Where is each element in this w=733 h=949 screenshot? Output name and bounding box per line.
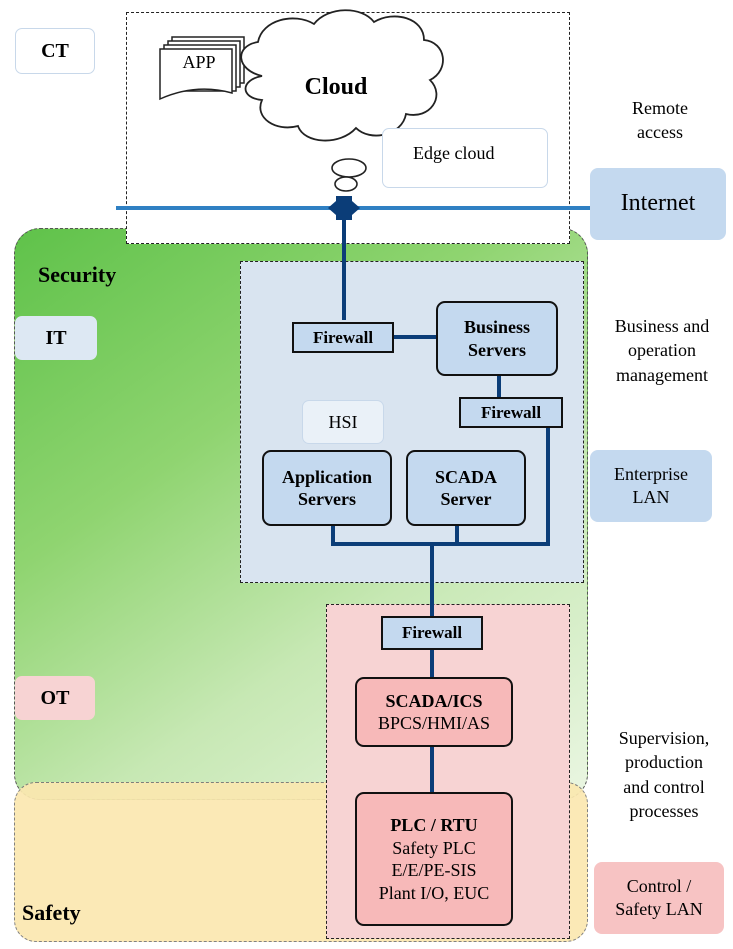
edge-cloud-box: Edge cloud [382, 128, 548, 188]
supervision-line-3: and control [623, 776, 705, 797]
application-servers-line-2: Servers [298, 489, 356, 509]
control-safety-lan-box: Control / Safety LAN [594, 862, 724, 934]
supervision-line-1: Supervision, [618, 728, 710, 748]
firewall-label: Firewall [401, 623, 463, 643]
internet-box: Internet [590, 168, 726, 240]
application-servers-box: Application Servers [262, 450, 392, 526]
plc-rtu-box: PLC / RTU Safety PLC E/E/PE-SIS Plant I/… [355, 792, 513, 926]
safety-zone-label: Safety [22, 900, 81, 925]
enterprise-lan-line-2: LAN [632, 487, 670, 507]
app-label: APP [182, 52, 216, 72]
firewall-it-top: Firewall [292, 322, 394, 353]
business-servers-line-1: Business [463, 317, 531, 337]
business-management-line-2: operation [628, 340, 696, 361]
firewall-it-mid: Firewall [459, 397, 563, 428]
security-zone-label: Security [38, 262, 117, 287]
scada-server-box: SCADA Server [406, 450, 526, 526]
hsi-label: HSI [328, 411, 358, 432]
edge-cloud-label: Edge cloud [413, 143, 495, 163]
control-lan-line-1: Control / [626, 875, 692, 896]
scada-ics-box: SCADA/ICS BPCS/HMI/AS [355, 677, 513, 747]
scada-ics-subtitle: BPCS/HMI/AS [377, 713, 491, 733]
remote-access-line-1: Remote [632, 98, 688, 118]
plc-rtu-line-1: Safety PLC [392, 837, 476, 858]
business-servers-line-2: Servers [468, 339, 526, 360]
ot-tag: OT [15, 676, 95, 720]
supervision-line-2: production [625, 752, 703, 773]
ct-tag: CT [15, 28, 95, 74]
firewall-ot: Firewall [381, 616, 483, 650]
firewall-label: Firewall [312, 327, 374, 347]
business-servers-box: Business Servers [436, 301, 558, 376]
scada-ics-title: SCADA/ICS [385, 690, 483, 711]
business-management-line-1: Business and [614, 316, 710, 336]
control-lan-line-2: Safety LAN [615, 899, 703, 919]
plc-rtu-line-3: Plant I/O, EUC [378, 882, 490, 903]
enterprise-lan-box: Enterprise LAN [590, 450, 712, 522]
hsi-box: HSI [302, 400, 384, 444]
firewall-label: Firewall [480, 402, 542, 422]
scada-server-line-1: SCADA [434, 466, 497, 487]
plc-rtu-line-2: E/E/PE-SIS [391, 860, 477, 880]
internet-label: Internet [620, 190, 696, 217]
supervision-label: Supervision, production and control proc… [598, 726, 730, 823]
business-management-line-3: management [616, 364, 708, 385]
it-tag: IT [15, 316, 97, 360]
remote-access-label: Remote access [600, 96, 720, 145]
remote-access-line-2: access [637, 122, 683, 143]
application-servers-line-1: Application [281, 466, 373, 487]
enterprise-lan-line-1: Enterprise [614, 463, 688, 484]
supervision-line-4: processes [629, 800, 699, 821]
business-management-label: Business and operation management [594, 314, 730, 387]
cloud-label: Cloud [304, 74, 368, 100]
plc-rtu-title: PLC / RTU [390, 815, 478, 835]
scada-server-line-2: Server [440, 489, 492, 509]
